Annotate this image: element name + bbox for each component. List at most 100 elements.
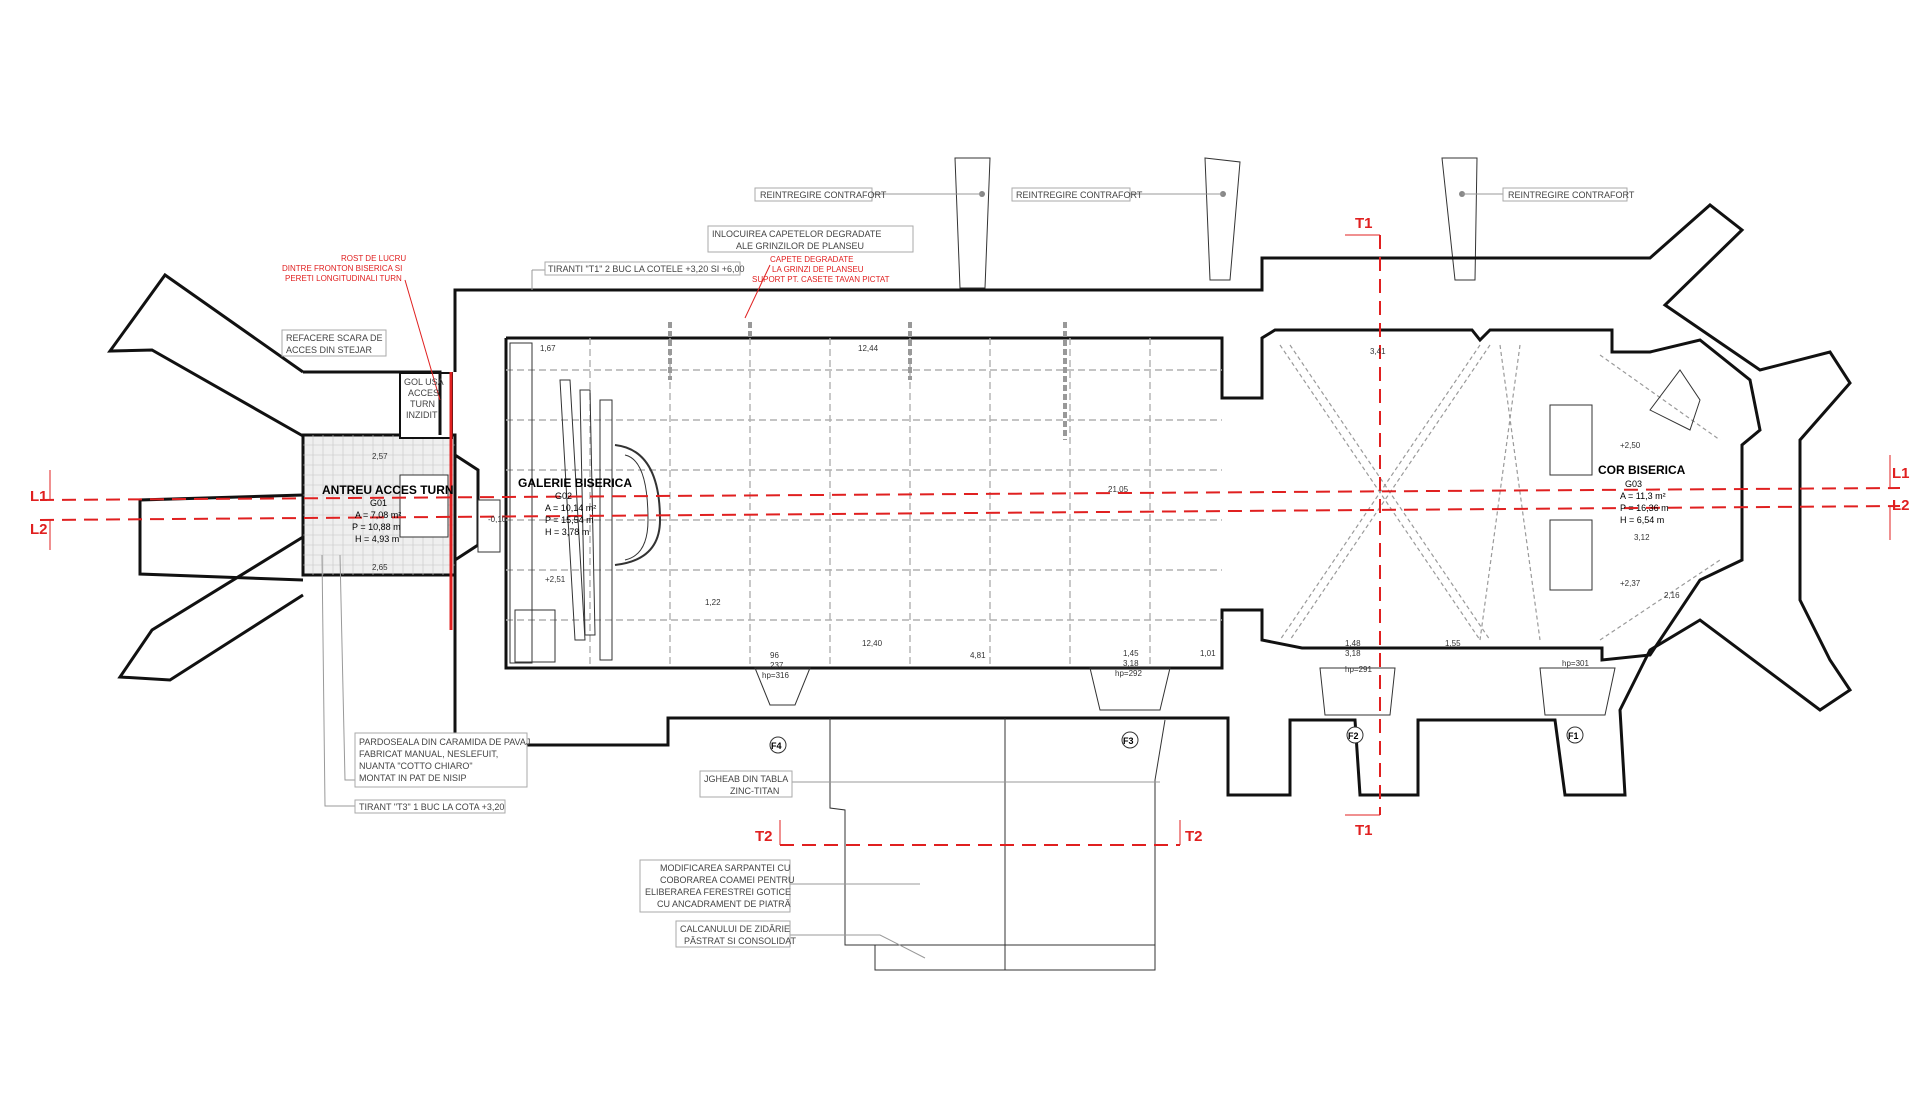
note-reintregire-3: REINTREGIRE CONTRAFORT xyxy=(1462,187,1635,202)
dim-text: hp=291 xyxy=(1345,665,1372,674)
note-text: REINTREGIRE CONTRAFORT xyxy=(1508,190,1635,200)
tower-wings xyxy=(107,272,304,682)
dim-text: 1,55 xyxy=(1445,639,1461,648)
note-text: CAPETE DEGRADATE xyxy=(770,255,853,264)
room-label-choir: COR BISERICA G03 A = 11,3 m² P = 16,36 m… xyxy=(1598,463,1686,525)
note-text: DINTRE FRONTON BISERICA SI xyxy=(282,264,402,273)
gallery-structure xyxy=(509,342,662,664)
note-text: REFACERE SCARA DE xyxy=(286,333,383,343)
nave-ceiling-grid xyxy=(506,322,1222,668)
dim-text: -0,10 xyxy=(488,515,507,524)
dim-text: 1,01 xyxy=(1200,649,1216,658)
dim-text: 3,12 xyxy=(1634,533,1650,542)
note-text: GOL USA xyxy=(404,377,444,387)
dim-text: hp=316 xyxy=(762,671,789,680)
room-code: G03 xyxy=(1625,479,1642,489)
note-text: ELIBERAREA FERESTREI GOTICE xyxy=(645,887,791,897)
note-text: INZIDIT xyxy=(406,410,438,420)
section-marker-l2-left: L2 xyxy=(30,521,48,538)
section-marker-t1-top: T1 xyxy=(1355,215,1373,232)
note-text: ACCES DIN STEJAR xyxy=(286,345,373,355)
choir-vault-ribs xyxy=(1279,344,1721,641)
dim-text: +2,50 xyxy=(1620,441,1641,450)
room-code: G02 xyxy=(555,491,572,501)
note-text: TURN xyxy=(410,399,435,409)
note-tiranti-t1: TIRANTI "T1" 2 BUC LA COTELE +3,20 SI +6… xyxy=(531,261,744,290)
note-capete-degradate: CAPETE DEGRADATE LA GRINZI DE PLANSEU SU… xyxy=(744,255,890,319)
section-marker-l2-right: L2 xyxy=(1892,497,1910,514)
note-tirant-t3: TIRANT "T3" 1 BUC LA COTA +3,20 xyxy=(321,554,506,814)
note-gol-usa: GOL USA ACCES TURN INZIDIT xyxy=(404,377,444,420)
roof-outline xyxy=(829,718,1166,971)
buttress-restorations-top xyxy=(954,157,1478,289)
note-text: LA GRINZI DE PLANSEU xyxy=(772,265,864,274)
dim-text: 2,57 xyxy=(372,452,388,461)
section-marker-l1-right: L1 xyxy=(1892,465,1910,482)
note-text: TIRANTI "T1" 2 BUC LA COTELE +3,20 SI +6… xyxy=(548,264,744,274)
note-text: JGHEAB DIN TABLA xyxy=(704,774,788,784)
room-name: ANTREU ACCES TURN xyxy=(322,483,454,497)
room-area: A = 11,3 m² xyxy=(1620,491,1666,501)
section-marker-t2-left: T2 xyxy=(755,828,773,845)
note-text: ZINC-TITAN xyxy=(730,786,779,796)
dim-text: 1,48 xyxy=(1345,639,1361,648)
note-modificarea-sarpantei: MODIFICAREA SARPANTEI CU COBORAREA COAME… xyxy=(639,859,920,913)
note-reintregire-1: REINTREGIRE CONTRAFORT xyxy=(754,187,982,202)
note-text: SUPORT PT. CASETE TAVAN PICTAT xyxy=(752,275,890,284)
dim-text: 3,18 xyxy=(1345,649,1361,658)
section-marker-t2-right: T2 xyxy=(1185,828,1203,845)
note-text: MODIFICAREA SARPANTEI CU xyxy=(660,863,790,873)
note-text: ROST DE LUCRU xyxy=(341,254,406,263)
dim-text: 2,16 xyxy=(1664,591,1680,600)
note-text: PĂSTRAT SI CONSOLIDAT xyxy=(684,936,797,946)
buttress-label-f3: F3 xyxy=(1123,736,1134,746)
dim-text: 1,45 xyxy=(1123,649,1139,658)
note-text: REINTREGIRE CONTRAFORT xyxy=(760,190,887,200)
tower-antreu xyxy=(301,370,501,577)
dim-text: +2,37 xyxy=(1620,579,1641,588)
room-label-gallery: GALERIE BISERICA G02 A = 10,14 m² P = 15… xyxy=(518,476,632,537)
note-calcanul: CALCANULUI DE ZIDĂRIE PĂSTRAT SI CONSOLI… xyxy=(675,920,926,959)
dim-text: hp=292 xyxy=(1115,669,1142,678)
room-area: A = 7,08 m² xyxy=(355,510,401,520)
dim-text: +2,51 xyxy=(545,575,566,584)
buttress-label-f1: F1 xyxy=(1568,731,1579,741)
dim-text: 1,67 xyxy=(540,344,556,353)
note-text: COBORAREA COAMEI PENTRU xyxy=(660,875,795,885)
note-text: TIRANT "T3" 1 BUC LA COTA +3,20 xyxy=(359,802,504,812)
note-text: REINTREGIRE CONTRAFORT xyxy=(1016,190,1143,200)
note-text: MONTAT IN PAT DE NISIP xyxy=(359,773,467,783)
note-text: PERETI LONGITUDINALI TURN xyxy=(285,274,402,283)
dim-text: 21,05 xyxy=(1108,485,1129,494)
buttress-label-f4: F4 xyxy=(771,741,782,751)
dim-text: 96 xyxy=(770,651,779,660)
note-inlocuirea: INLOCUIREA CAPETELOR DEGRADATE ALE GRINZ… xyxy=(707,225,914,253)
room-height: H = 6,54 m xyxy=(1620,515,1664,525)
note-text: ACCES xyxy=(408,388,439,398)
note-reintregire-2: REINTREGIRE CONTRAFORT xyxy=(1011,187,1223,202)
note-pardoseala: PARDOSEALA DIN CARAMIDA DE PAVAJ FABRICA… xyxy=(339,554,530,788)
note-text: INLOCUIREA CAPETELOR DEGRADATE xyxy=(712,229,881,239)
note-rost-de-lucru: ROST DE LUCRU DINTRE FRONTON BISERICA SI… xyxy=(282,254,406,283)
note-refacere-scara: REFACERE SCARA DE ACCES DIN STEJAR xyxy=(281,329,387,357)
room-height: H = 4,93 m xyxy=(355,534,399,544)
section-marker-t1-bottom: T1 xyxy=(1355,822,1373,839)
room-perimeter: P = 15,54 m xyxy=(545,515,594,525)
dim-text: 3,41 xyxy=(1370,347,1386,356)
note-text: CALCANULUI DE ZIDĂRIE xyxy=(680,924,790,934)
room-name: GALERIE BISERICA xyxy=(518,476,632,490)
buttresses-bottom: F4 F3 F2 F1 xyxy=(754,667,1616,754)
dim-text: 237 xyxy=(770,661,784,670)
dim-text: 2,65 xyxy=(372,563,388,572)
dim-text: 12,40 xyxy=(862,639,883,648)
room-label-tower: ANTREU ACCES TURN G01 A = 7,08 m² P = 10… xyxy=(322,483,454,544)
note-text: NUANTA "COTTO CHIARO" xyxy=(359,761,473,771)
note-text: CU ANCADRAMENT DE PIATRĂ xyxy=(657,899,791,909)
note-text: PARDOSEALA DIN CARAMIDA DE PAVAJ xyxy=(359,737,530,747)
note-jgheab: JGHEAB DIN TABLA ZINC-TITAN xyxy=(699,770,1160,798)
room-perimeter: P = 10,88 m xyxy=(352,522,401,532)
room-name: COR BISERICA xyxy=(1598,463,1686,477)
dimensions: 12,44 1,67 12,40 4,81 21,05 3,41 1,48 3,… xyxy=(372,344,1680,680)
room-height: H = 3,78 m xyxy=(545,527,589,537)
